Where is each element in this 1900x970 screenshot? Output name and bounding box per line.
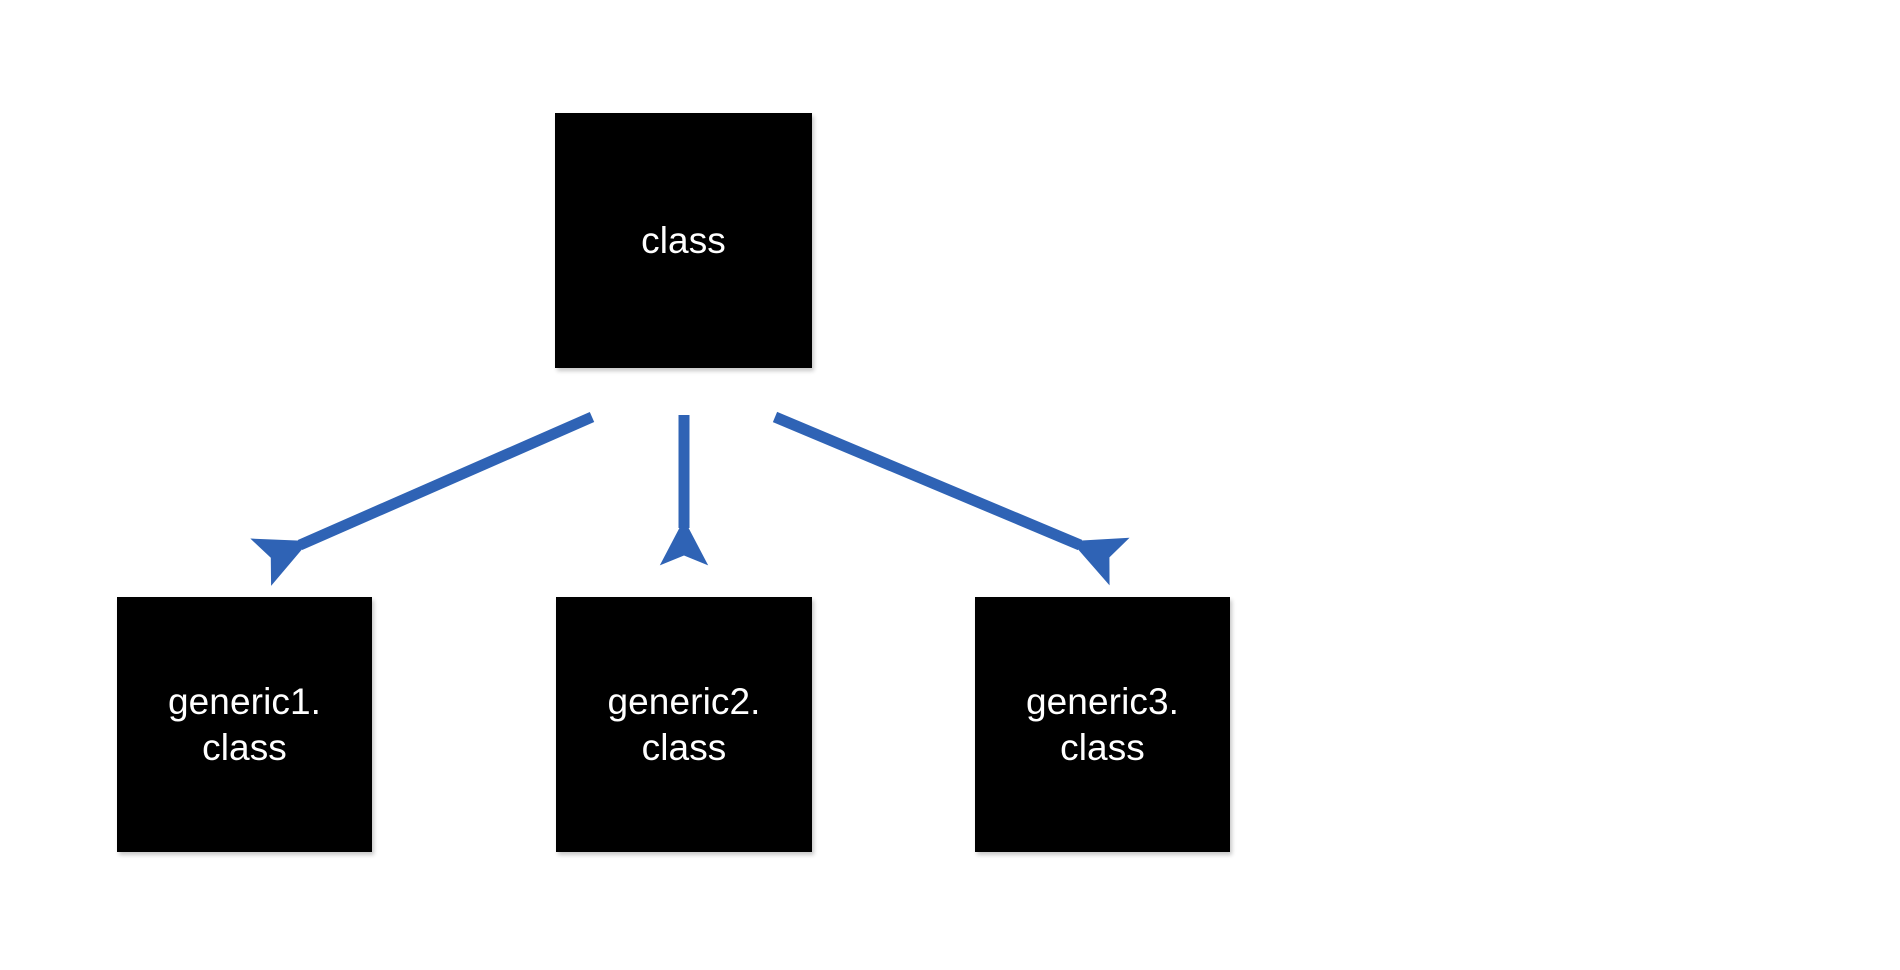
node-generic1-class-label: generic1. class [167,681,322,768]
node-class-label: class [641,219,726,261]
edge-root-to-generic3 [772,411,1130,586]
node-generic3-class-label: generic3. class [1025,681,1180,768]
node-class[interactable]: class [555,113,812,368]
node-generic2-class[interactable]: generic2. class [556,597,812,852]
node-generic1-class[interactable]: generic1. class [117,597,372,852]
edge-root-to-generic1 [250,411,595,586]
node-generic2-class-label: generic2. class [607,681,761,768]
node-generic3-class[interactable]: generic3. class [975,597,1230,852]
